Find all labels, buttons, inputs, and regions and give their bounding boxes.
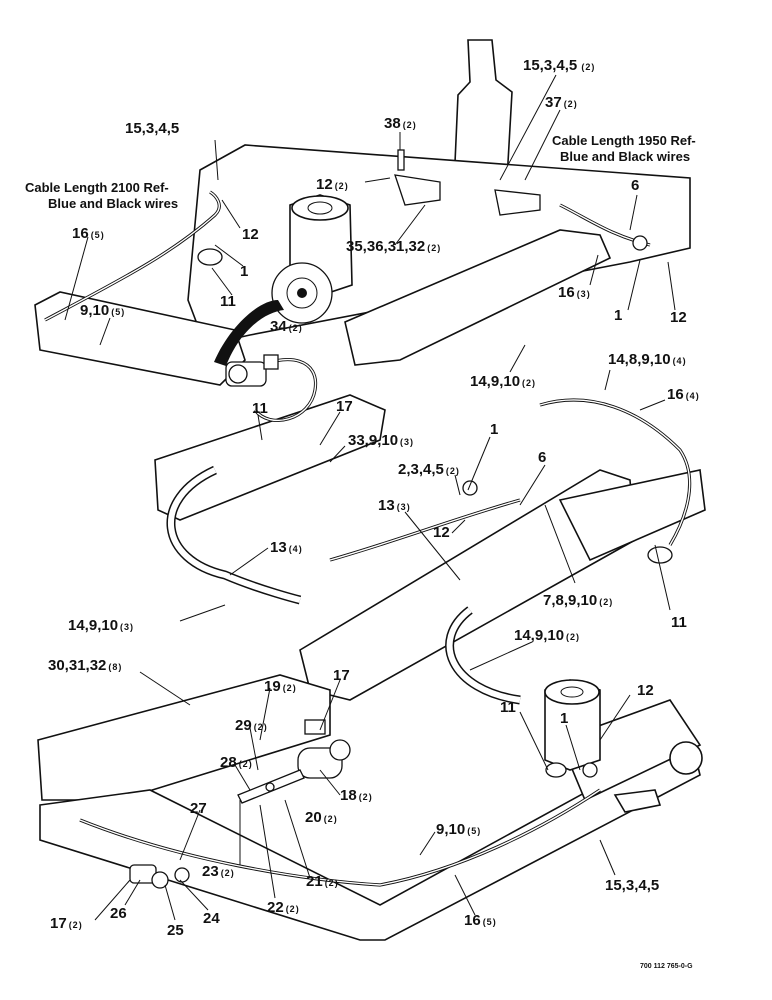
- callout-c12: 16(3): [558, 284, 591, 301]
- callout-c24: 2,3,4,5(2): [398, 461, 460, 478]
- sensor-detail-core: [297, 288, 307, 298]
- callout-c05: 12(2): [316, 176, 349, 193]
- upper-pivot-top: [291, 195, 349, 221]
- lower-left-frame: [37, 674, 331, 801]
- left-upper-rail: [34, 291, 246, 386]
- callout-c49: 17(2): [50, 915, 83, 932]
- lower-pivot-top: [544, 679, 600, 705]
- callout-c20: 11: [252, 400, 268, 417]
- clamp-upper-left: [197, 248, 223, 266]
- callout-c35: 19(2): [264, 678, 297, 695]
- callout-c40: 28(2): [220, 754, 253, 771]
- leader-lines: [64, 74, 676, 921]
- callout-c52: 25: [167, 922, 184, 939]
- callout-c33: 30,31,32(8): [48, 657, 122, 674]
- callout-c03: 38(2): [384, 115, 417, 132]
- callout-c17: 14,9,10(2): [470, 373, 536, 390]
- clip-lower-right: [582, 762, 598, 778]
- callout-c37: 11: [500, 699, 516, 716]
- callout-c22: 33,9,10(3): [348, 432, 414, 449]
- callout-c39: 29(2): [235, 717, 268, 734]
- drawing-code: 700 112 765-0-G: [640, 963, 693, 970]
- actuator-end: [329, 739, 351, 761]
- callout-c34: 17: [333, 667, 350, 684]
- notes: Cable Length 2100 Ref- Blue and Black wi…: [25, 133, 696, 211]
- callout-c51: 24: [203, 910, 220, 927]
- callout-c32: 14,9,10(2): [514, 627, 580, 644]
- diagonal-mid-beam: [344, 229, 612, 366]
- callout-c31: 14,9,10(3): [68, 617, 134, 634]
- note-cable-1950-line1: Cable Length 1950 Ref-: [552, 133, 696, 148]
- central-cross-member: [154, 394, 386, 521]
- callout-c26: 13(3): [378, 497, 411, 514]
- callouts: 15,3,4,5 15,3,4,5 (2) 38(2) 37(2) 12(2) …: [48, 57, 700, 939]
- linkage-pin: [265, 782, 275, 792]
- right-lower-arm-eye: [669, 741, 703, 775]
- bolt-38: [397, 149, 405, 171]
- callout-c42: 20(2): [305, 809, 338, 826]
- upper-bracket-right: [494, 189, 541, 216]
- sensor-detail-ring: [286, 277, 318, 309]
- callout-c44: 9,10(5): [436, 821, 481, 838]
- callout-c14: 12: [670, 309, 687, 326]
- upper-bracket-left: [394, 174, 441, 206]
- callout-c46: 21(2): [306, 873, 339, 890]
- callout-c25: 6: [538, 449, 546, 466]
- callout-c01: 15,3,4,5: [125, 120, 179, 137]
- callout-c15: 9,10(5): [80, 302, 125, 319]
- callout-c43: 27: [190, 800, 207, 817]
- clip-center: [462, 480, 478, 496]
- detail-leader-band: [214, 300, 284, 366]
- upper-sensor-cap: [228, 364, 248, 384]
- callout-c09: 11: [220, 293, 236, 310]
- clip-upper-right: [632, 235, 648, 251]
- callout-c53: 16(5): [464, 912, 497, 929]
- callout-c27: 12: [433, 524, 450, 541]
- callout-c10: 35,36,31,32(2): [346, 238, 441, 255]
- plug-cap: [174, 867, 190, 883]
- callout-c04: 37(2): [545, 94, 578, 111]
- frame-structure: [34, 39, 706, 941]
- callout-c23: 1: [490, 421, 498, 438]
- callout-c48: 22(2): [267, 899, 300, 916]
- callout-c29: 7,8,9,10(2): [543, 592, 613, 609]
- callout-c47: 15,3,4,5: [605, 877, 659, 894]
- callout-c28: 13(4): [270, 539, 303, 556]
- callout-c36: 12: [637, 682, 654, 699]
- callout-c06: 12: [242, 226, 259, 243]
- callout-c38: 1: [560, 710, 568, 727]
- actuator-connector: [304, 719, 326, 735]
- right-mid-rail: [558, 469, 706, 562]
- callout-c16: 34(2): [270, 318, 303, 335]
- callout-c07: 16(5): [72, 225, 105, 242]
- callout-c30: 11: [671, 614, 687, 631]
- wiring-harness: [44, 190, 692, 887]
- callout-c21: 17: [336, 398, 353, 415]
- note-cable-2100-line2: Blue and Black wires: [48, 196, 178, 211]
- note-cable-1950-line2: Blue and Black wires: [560, 149, 690, 164]
- callout-c41: 18(2): [340, 787, 373, 804]
- callout-c19: 16(4): [667, 386, 700, 403]
- clamp-lower-right: [545, 762, 567, 778]
- clamp-right-mid: [647, 546, 673, 564]
- note-cable-2100-line1: Cable Length 2100 Ref-: [25, 180, 169, 195]
- callout-c50: 26: [110, 905, 127, 922]
- callout-c08: 1: [240, 263, 248, 280]
- callout-c18: 14,8,9,10(4): [608, 351, 687, 368]
- lower-pivot-bore: [560, 686, 584, 698]
- components: [129, 149, 673, 889]
- upper-pivot-bore: [307, 201, 333, 215]
- callout-c11: 6: [631, 177, 639, 194]
- callout-c13: 1: [614, 307, 622, 324]
- callout-c45: 23(2): [202, 863, 235, 880]
- upper-sensor-connector: [263, 354, 279, 370]
- callout-c02: 15,3,4,5 (2): [523, 57, 595, 74]
- hitch-tongue: [613, 789, 662, 813]
- plug-nut: [151, 871, 169, 889]
